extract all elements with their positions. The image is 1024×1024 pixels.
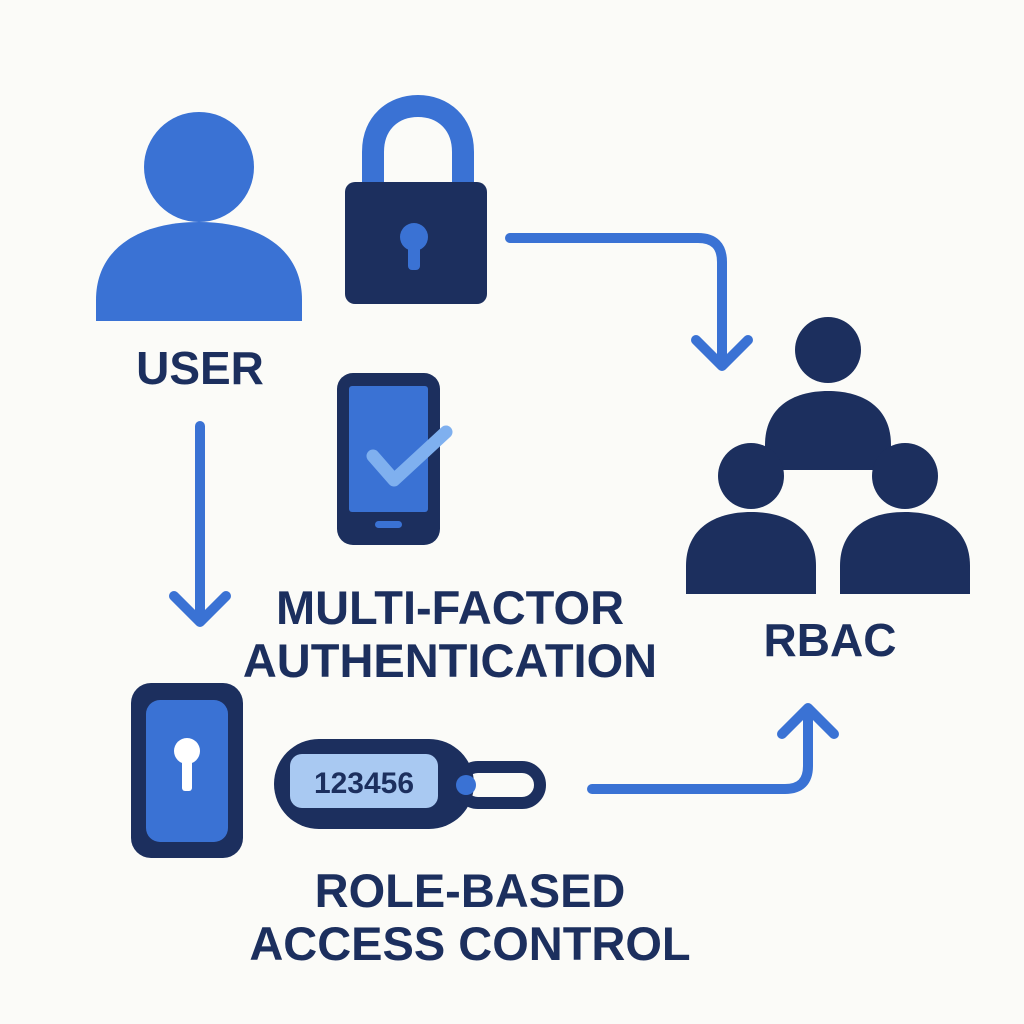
role-based-label: ROLE-BASED ACCESS CONTROL — [220, 864, 720, 970]
arrow-down-icon — [169, 421, 231, 627]
arrow-elbow-up-icon — [587, 703, 839, 794]
token-code: 123456 — [314, 767, 414, 800]
user-label: USER — [136, 342, 264, 394]
user-group-icon — [686, 317, 970, 594]
mfa-label: MULTI-FACTOR AUTHENTICATION — [220, 581, 680, 687]
keycard-icon — [131, 683, 243, 858]
user-icon — [96, 112, 302, 321]
role-based-label-line1: ROLE-BASED — [314, 864, 626, 917]
token-key-fob-icon: 123456 — [274, 739, 546, 829]
arrow-elbow-down-icon — [505, 233, 753, 371]
mfa-label-line1: MULTI-FACTOR — [275, 581, 625, 634]
rbac-label: RBAC — [763, 614, 897, 666]
padlock-icon — [345, 94, 487, 304]
phone-check-icon — [337, 373, 453, 545]
mfa-label-line2: AUTHENTICATION — [242, 633, 658, 687]
role-based-label-line2: ACCESS CONTROL — [249, 916, 691, 970]
